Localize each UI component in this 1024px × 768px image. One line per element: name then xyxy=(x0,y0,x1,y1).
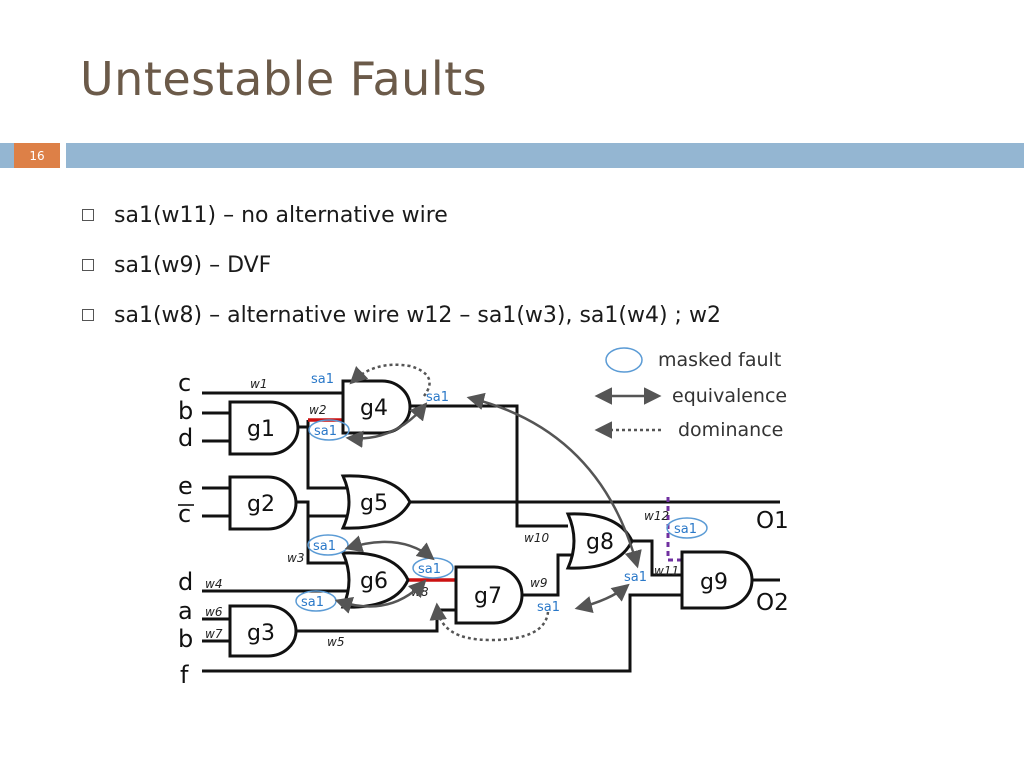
fault-label: sa1 xyxy=(624,570,647,585)
gate-label: g5 xyxy=(360,491,388,516)
fault-label: sa1 xyxy=(301,595,324,610)
wire-w11 xyxy=(632,539,682,577)
wire-label: w3 xyxy=(287,551,304,565)
wire-label: w1 xyxy=(250,377,267,391)
equivalence-arrow xyxy=(466,392,642,569)
fault-label: sa1 xyxy=(313,539,336,554)
square-bullet-icon xyxy=(82,259,94,271)
input-label: c xyxy=(178,500,191,528)
slide-title: Untestable Faults xyxy=(80,52,488,106)
bullet-text: sa1(w9) – DVF xyxy=(114,252,272,278)
bullet-item: sa1(w11) – no alternative wire xyxy=(82,190,721,240)
wire-label: w10 xyxy=(524,531,549,545)
dominance-arrow xyxy=(349,363,431,397)
equivalence-arrow xyxy=(334,579,427,614)
input-label: c xyxy=(178,369,191,397)
wire-label: w11 xyxy=(654,564,679,578)
gate-g1 xyxy=(228,400,300,456)
gate-label: g6 xyxy=(360,569,388,594)
input-label: d xyxy=(178,424,193,452)
wire-w3 xyxy=(296,500,350,565)
gate-label: g1 xyxy=(247,417,275,442)
wire-f xyxy=(202,593,682,673)
legend-equivalence-label: equivalence xyxy=(672,385,787,407)
gate-label: g4 xyxy=(360,396,388,421)
legend: masked fault equivalence dominance xyxy=(594,347,787,441)
wire-w10 xyxy=(410,404,568,528)
wire-label: w7 xyxy=(205,627,223,641)
wire-w12-alternative xyxy=(666,497,683,562)
gate-g5 xyxy=(340,474,412,530)
legend-masked-icon xyxy=(605,347,643,373)
wire-w5 xyxy=(296,608,456,633)
legend-masked-label: masked fault xyxy=(658,349,781,371)
equivalence-arrow xyxy=(344,535,435,561)
gate-g7 xyxy=(454,565,524,625)
header-bar-left xyxy=(0,143,14,168)
fault-label: sa1 xyxy=(426,390,449,405)
wire-label: w4 xyxy=(205,577,222,591)
bullet-list: sa1(w11) – no alternative wire sa1(w9) –… xyxy=(82,190,721,340)
fault-label: sa1 xyxy=(537,600,560,615)
equivalence-arrow xyxy=(574,583,630,614)
gate-g3 xyxy=(228,604,298,658)
equivalence-arrow xyxy=(345,402,428,448)
input-label: b xyxy=(178,397,193,425)
gate-label: g8 xyxy=(586,530,614,555)
bullet-text: sa1(w8) – alternative wire w12 – sa1(w3)… xyxy=(114,302,721,328)
fault-label: sa1 xyxy=(314,424,337,439)
input-label: f xyxy=(180,661,189,689)
dominance-arrow xyxy=(429,602,550,642)
wire-label: w5 xyxy=(327,635,344,649)
wire-label: w6 xyxy=(205,605,223,619)
gate-label: g7 xyxy=(474,584,502,609)
square-bullet-icon xyxy=(82,309,94,321)
header-bar-right xyxy=(66,143,1024,168)
fault-label: sa1 xyxy=(311,372,334,387)
bullet-item: sa1(w8) – alternative wire w12 – sa1(w3)… xyxy=(82,290,721,340)
gate-label: g3 xyxy=(247,621,275,646)
output-label: O2 xyxy=(756,590,789,616)
input-label: e xyxy=(178,472,193,500)
output-label: O1 xyxy=(756,508,789,534)
fault-label: sa1 xyxy=(674,522,697,537)
gate-label: g2 xyxy=(247,492,275,517)
wire-g1-out xyxy=(298,420,310,429)
gate-g2 xyxy=(228,475,298,531)
wire-label: w12 xyxy=(644,509,669,523)
fault-label: sa1 xyxy=(418,562,441,577)
masked-fault-circle xyxy=(666,517,708,539)
bullet-item: sa1(w9) – DVF xyxy=(82,240,721,290)
legend-dominance-label: dominance xyxy=(678,419,783,441)
bullet-text: sa1(w11) – no alternative wire xyxy=(114,202,448,228)
input-label: a xyxy=(178,597,193,625)
slide-number: 16 xyxy=(14,143,60,168)
wire-g1-to-g5 xyxy=(306,427,348,490)
wire-label: w2 xyxy=(309,403,326,417)
input-label: d xyxy=(178,568,193,596)
gate-label: g9 xyxy=(700,570,728,595)
wire-label: w9 xyxy=(530,576,547,590)
square-bullet-icon xyxy=(82,209,94,221)
input-label: b xyxy=(178,625,193,653)
gate-g9 xyxy=(680,550,754,610)
